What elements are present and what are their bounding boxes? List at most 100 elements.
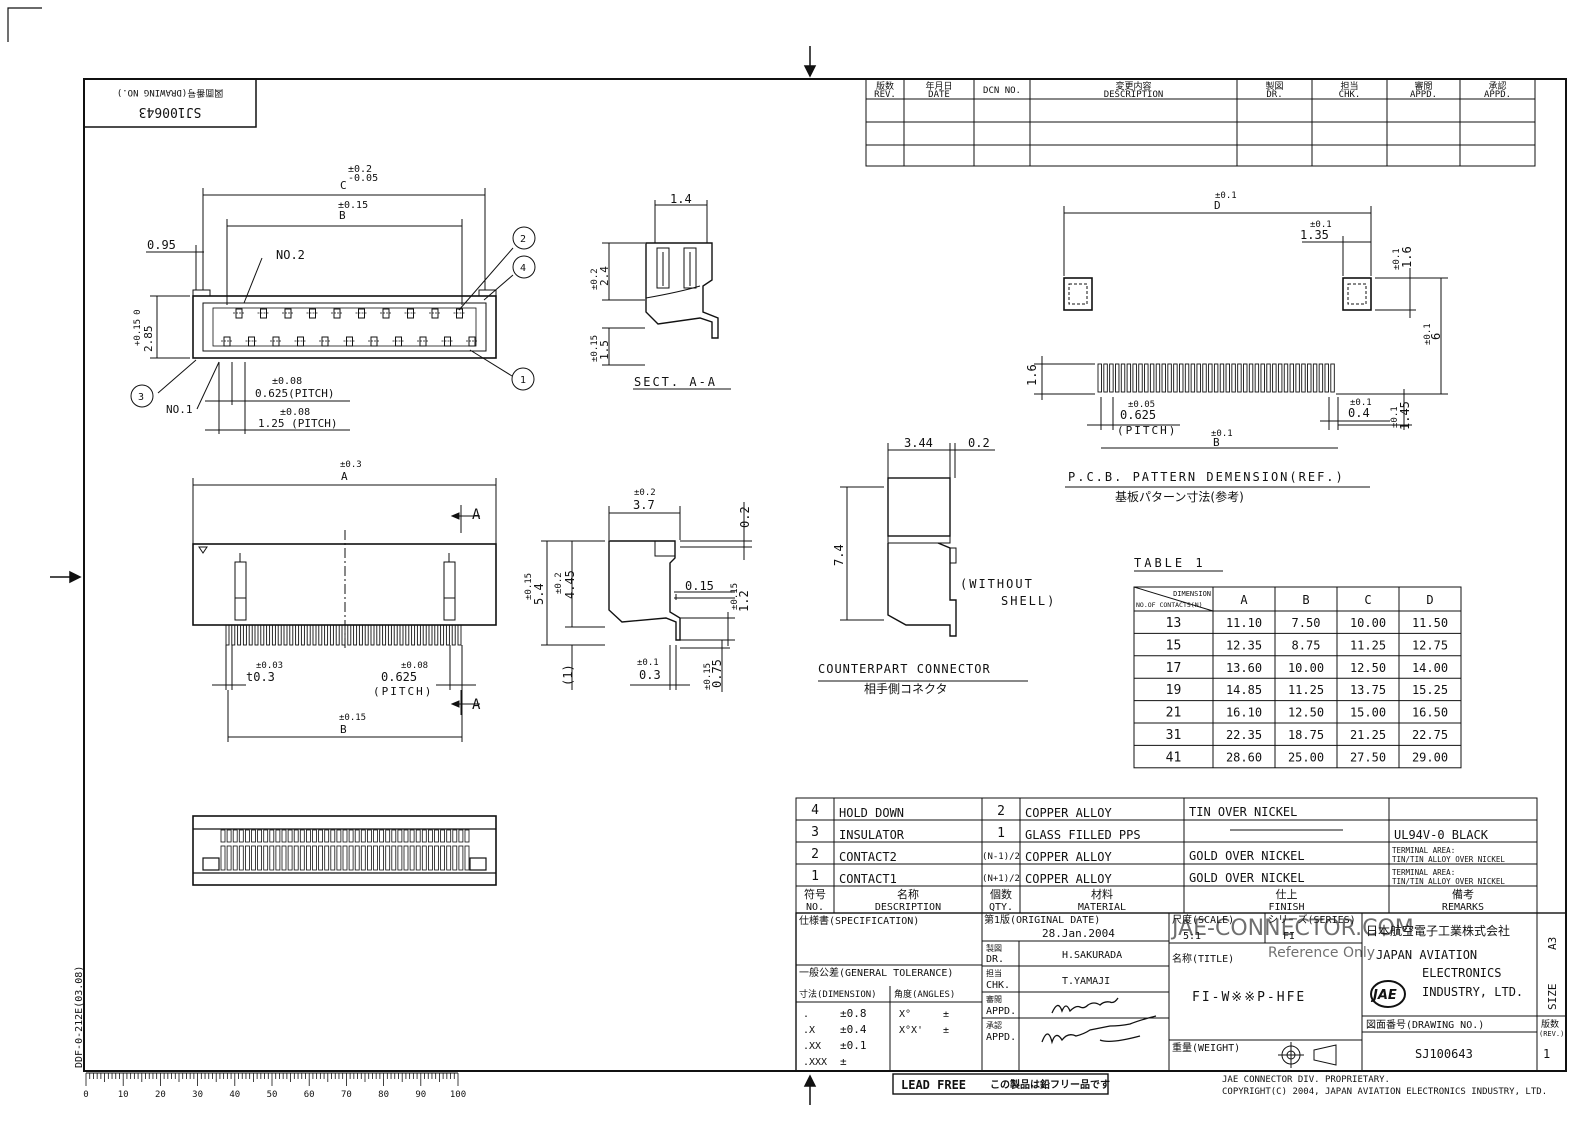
- front-pin: [405, 624, 410, 646]
- ruler-label: 90: [415, 1090, 426, 1100]
- lead-free-jp: この製品は鉛フリー品です: [990, 1078, 1110, 1091]
- front-pin: [445, 624, 450, 646]
- side-w-tol: ±0.2: [634, 488, 656, 498]
- dim-b-label: B: [339, 209, 346, 222]
- front-pin: [457, 624, 462, 646]
- company1: JAPAN AVIATION: [1376, 948, 1477, 962]
- dim-pitch2: 1.25 (PITCH): [258, 417, 337, 430]
- top-contact-lower: [297, 336, 304, 347]
- chk-name: T.YAMAJI: [1062, 976, 1110, 987]
- side-view-drawing: [541, 502, 752, 692]
- dim-table-cell: 14.85: [1226, 683, 1262, 697]
- dim-table-cell: 18.75: [1288, 728, 1324, 742]
- cp-without2: SHELL): [1001, 594, 1056, 608]
- rev-header-en: REV.: [874, 90, 896, 100]
- pcb-pad: [1161, 363, 1166, 393]
- dim-table-cell: 16.50: [1412, 706, 1448, 720]
- parts-remarks: UL94V-0 BLACK: [1394, 828, 1489, 842]
- scale-val: 5:1: [1183, 931, 1201, 942]
- pcb-pad: [1155, 363, 1161, 393]
- parts-header-jp: 符号: [804, 888, 826, 901]
- ruler-label: 30: [192, 1090, 203, 1100]
- pcb-pad: [1225, 363, 1230, 393]
- bottom-pin-upper: [281, 829, 287, 843]
- parts-header-jp: 個数: [990, 888, 1012, 901]
- pcb-pad: [1277, 363, 1283, 393]
- parts-material: COPPER ALLOY: [1025, 850, 1112, 864]
- top-contact-lower: [419, 336, 427, 347]
- rev-header-jp: 変更内容: [1115, 80, 1151, 92]
- pcb-pad: [1103, 363, 1108, 393]
- tol-angle-format: X°X': [899, 1025, 923, 1036]
- dim-table-cell: 10.00: [1350, 616, 1386, 630]
- dim-table-cell: 7.50: [1292, 616, 1321, 630]
- bottom-pin-lower: [336, 845, 342, 871]
- bottom-pin-lower: [232, 845, 238, 871]
- rev-val: 1: [1543, 1047, 1550, 1061]
- front-pin: [277, 624, 282, 646]
- bottom-pin-lower: [458, 845, 464, 871]
- chk-label-jp: 担当: [986, 968, 1002, 978]
- pcb-pattern-drawing: [1034, 206, 1448, 488]
- bottom-pin-upper: [409, 829, 415, 843]
- ruler-label: 40: [229, 1090, 240, 1100]
- jae-logo-text: JAE: [1370, 988, 1397, 1003]
- front-pin: [312, 624, 317, 646]
- chk-label: CHK.: [986, 980, 1010, 991]
- top-contact-lower: [321, 336, 329, 347]
- bottom-pin-lower: [299, 845, 305, 871]
- bottom-pin-upper: [379, 829, 385, 843]
- bottom-pin-upper: [238, 829, 244, 843]
- parts-qty: 2: [997, 804, 1005, 819]
- top-contact-lower: [444, 336, 451, 347]
- rev-header-jp: 承認: [1488, 80, 1506, 92]
- bottom-pin-lower: [379, 845, 385, 871]
- bottom-pin-upper: [403, 829, 409, 843]
- dr-label: DR.: [986, 954, 1004, 965]
- dr-name: H.SAKURADA: [1062, 950, 1122, 961]
- top-contact-lower: [370, 336, 378, 347]
- lead-free-box: LEAD FREE この製品は鉛フリー品です: [892, 1073, 1110, 1095]
- bottom-pin-upper: [263, 829, 269, 843]
- bottom-pin-lower: [348, 845, 354, 871]
- tol-value: ±: [840, 1055, 847, 1068]
- spec-label: 仕様書(SPECIFICATION): [799, 914, 919, 927]
- bottom-pin-lower: [397, 845, 403, 871]
- front-pin: [225, 624, 230, 646]
- rev-header-en: DATE: [928, 90, 950, 100]
- dim-table-n: 13: [1166, 616, 1182, 631]
- pcb-pad: [1266, 363, 1271, 393]
- ruler-label: 60: [304, 1090, 315, 1100]
- bottom-pin-lower: [434, 845, 439, 871]
- bottom-pin-upper: [458, 829, 464, 843]
- front-pin: [422, 624, 427, 646]
- pcb-135: 1.35: [1300, 228, 1329, 242]
- dim-table-cell: 27.50: [1350, 750, 1386, 764]
- pcb-pad: [1237, 363, 1242, 393]
- orig-label: 第1版(ORIGINAL DATE): [984, 913, 1100, 926]
- signature-appd2: [1041, 1015, 1157, 1045]
- tol-angle-value: ±: [943, 1009, 949, 1020]
- dim-table-cell: 13.60: [1226, 661, 1262, 675]
- dim-table-cell: 11.10: [1226, 616, 1262, 630]
- bottom-pin-lower: [421, 845, 427, 871]
- parts-material: GLASS FILLED PPS: [1025, 828, 1141, 842]
- front-pin: [341, 624, 346, 646]
- dim-table-cell: 12.35: [1226, 638, 1262, 652]
- bottom-pin-upper: [257, 829, 263, 843]
- drawing-no-mirrored-box: SJ100643 図面番号(DRAWING NO.): [83, 78, 257, 128]
- bottom-pin-lower: [269, 845, 275, 871]
- front-b-label: B: [340, 723, 347, 736]
- tol-value: ±0.4: [840, 1023, 867, 1036]
- dim-b-tol: ±0.15: [338, 200, 368, 211]
- tol-format: .XX: [803, 1041, 821, 1052]
- dim-table-col-header: B: [1302, 593, 1309, 607]
- pcb-d-tol: ±0.1: [1215, 191, 1237, 201]
- parts-header-jp: 材料: [1091, 887, 1113, 901]
- proprietary-1: JAE CONNECTOR DIV. PROPRIETARY.: [1222, 1075, 1390, 1085]
- ruler-label: 100: [450, 1090, 466, 1100]
- pcb-pad: [1115, 363, 1120, 393]
